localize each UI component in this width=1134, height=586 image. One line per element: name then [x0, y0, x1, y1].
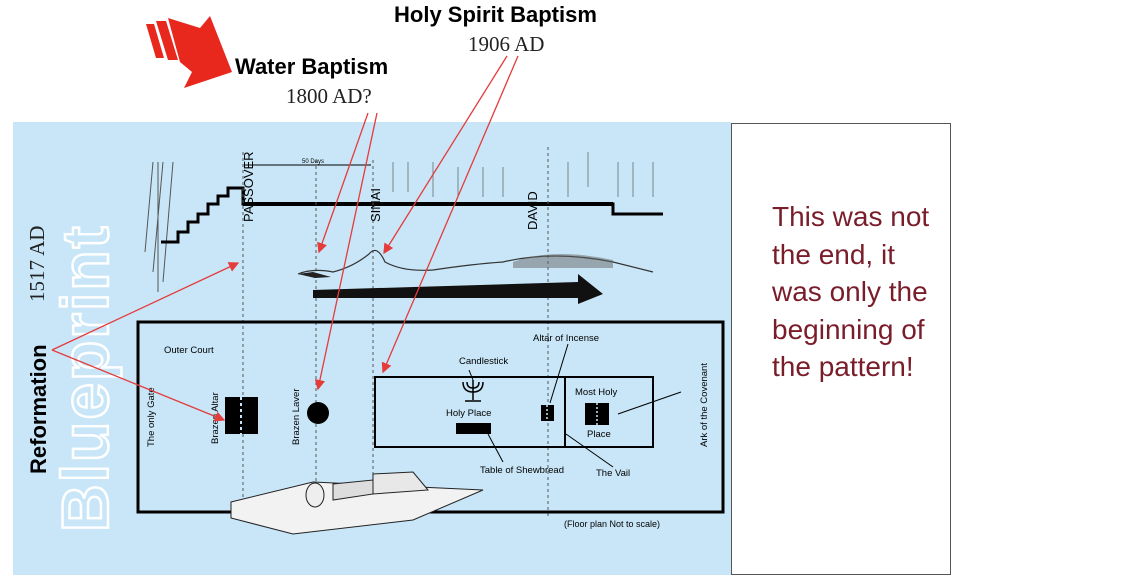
candlestick-label: Candlestick	[459, 356, 508, 367]
note-text: This was not the end, it was only the be…	[772, 201, 930, 383]
timeline-label-sinai: SINAI	[368, 188, 383, 222]
timeline-label-david: DAVID	[525, 191, 540, 230]
water-baptism-date: 1800 AD?	[286, 84, 372, 108]
candlestick-icon	[462, 380, 484, 402]
holy-spirit-baptism-title: Holy Spirit Baptism	[394, 2, 597, 27]
blueprint-watermark: Blueprint	[48, 224, 122, 532]
interval-label: 50 Days	[302, 159, 324, 165]
red-arrow-icon	[146, 16, 232, 88]
scale-note: (Floor plan Not to scale)	[564, 519, 660, 529]
blueprint-panel: 50 Days PASSOVER SINAI DAVID	[13, 122, 731, 575]
reformation-date: 1517 AD	[25, 226, 49, 302]
blueprint-diagram: 50 Days PASSOVER SINAI DAVID	[25, 147, 725, 535]
holy-spirit-baptism-date: 1906 AD	[468, 32, 545, 56]
water-baptism-title: Water Baptism	[235, 54, 389, 79]
note-box: This was not the end, it was only the be…	[731, 123, 951, 575]
outer-court-label: Outer Court	[164, 345, 214, 356]
altar-of-incense-label: Altar of Incense	[533, 333, 599, 344]
reformation-title: Reformation	[26, 344, 51, 474]
table-of-shewbread-label: Table of Shewbread	[480, 465, 564, 476]
brazen-laver-label: Brazen Laver	[291, 388, 302, 445]
timeline-label-passover: PASSOVER	[241, 151, 256, 222]
most-holy-label: Most Holy	[575, 387, 617, 398]
the-vail-label: The Vail	[596, 468, 630, 479]
ark-of-covenant-label: Ark of the Covenant	[699, 363, 710, 447]
only-gate-label: The only Gate	[146, 387, 157, 447]
place-label: Place	[587, 429, 611, 440]
holy-place-label: Holy Place	[446, 408, 491, 419]
